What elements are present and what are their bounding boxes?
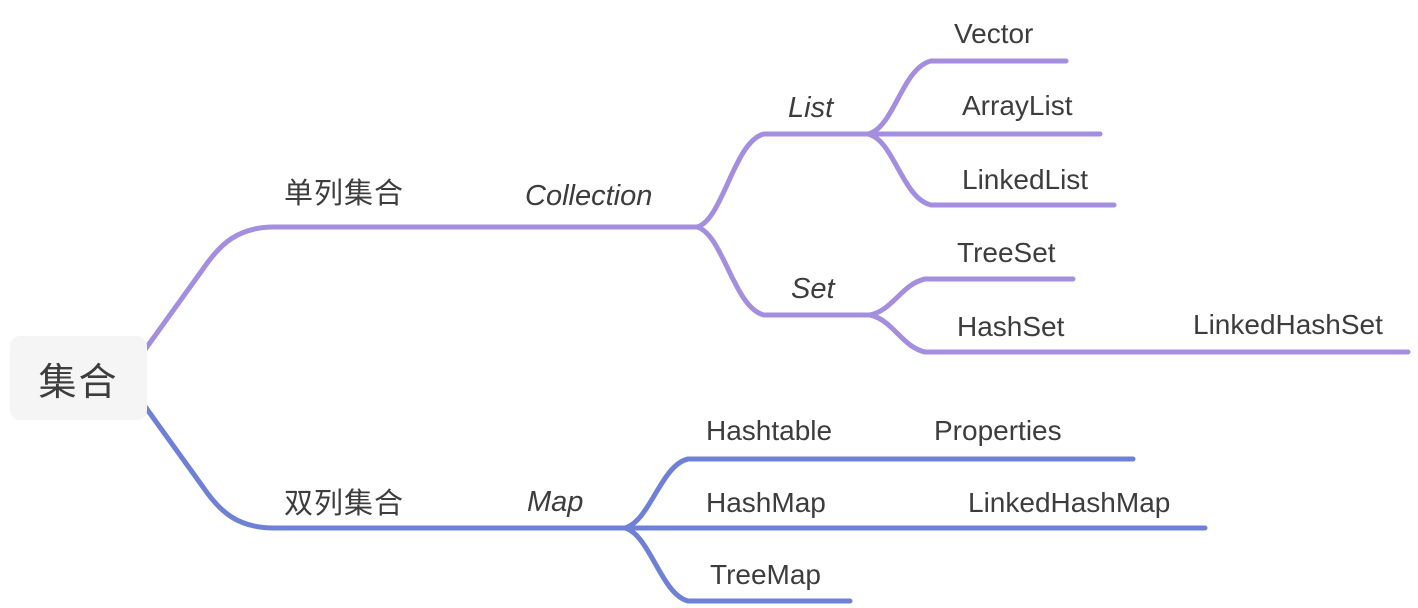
root-node[interactable]: 集合 <box>10 336 147 420</box>
edge-collection-to-list <box>694 131 871 230</box>
edge-set-to-treeset <box>867 276 1076 318</box>
node-hashtable[interactable]: Hashtable <box>706 415 833 446</box>
edge-set-to-hashset-linkedhashset <box>867 312 1411 355</box>
node-map[interactable]: Map <box>527 486 584 518</box>
node-treeset[interactable]: TreeSet <box>957 237 1056 268</box>
node-hashmap[interactable]: HashMap <box>706 487 826 518</box>
edge-list-to-linkedlist <box>865 131 1117 208</box>
node-linkedhashset[interactable]: LinkedHashSet <box>1193 309 1383 340</box>
top-branch-lines <box>141 58 1411 355</box>
edge-map-to-hashtable-properties <box>622 456 1136 531</box>
node-treemap[interactable]: TreeMap <box>710 559 822 590</box>
node-shuanglie-jihe[interactable]: 双列集合 <box>284 488 405 520</box>
node-linkedhashmap[interactable]: LinkedHashMap <box>968 487 1171 518</box>
node-danlie-jihe[interactable]: 单列集合 <box>284 178 405 210</box>
bottom-branch-lines <box>141 402 1208 604</box>
edge-root-to-shuanglie <box>141 402 628 531</box>
node-collection[interactable]: Collection <box>525 180 653 212</box>
node-properties[interactable]: Properties <box>934 415 1062 446</box>
node-vector[interactable]: Vector <box>954 18 1034 49</box>
node-arraylist[interactable]: ArrayList <box>962 90 1073 121</box>
edge-list-to-vector <box>865 58 1069 137</box>
node-list[interactable]: List <box>788 92 834 124</box>
edge-map-to-treemap <box>622 525 853 604</box>
edge-collection-to-set <box>694 224 873 318</box>
node-hashset[interactable]: HashSet <box>957 311 1065 342</box>
edge-root-to-danlie <box>141 224 700 354</box>
node-linkedlist[interactable]: LinkedList <box>962 164 1089 195</box>
node-set[interactable]: Set <box>791 273 835 305</box>
